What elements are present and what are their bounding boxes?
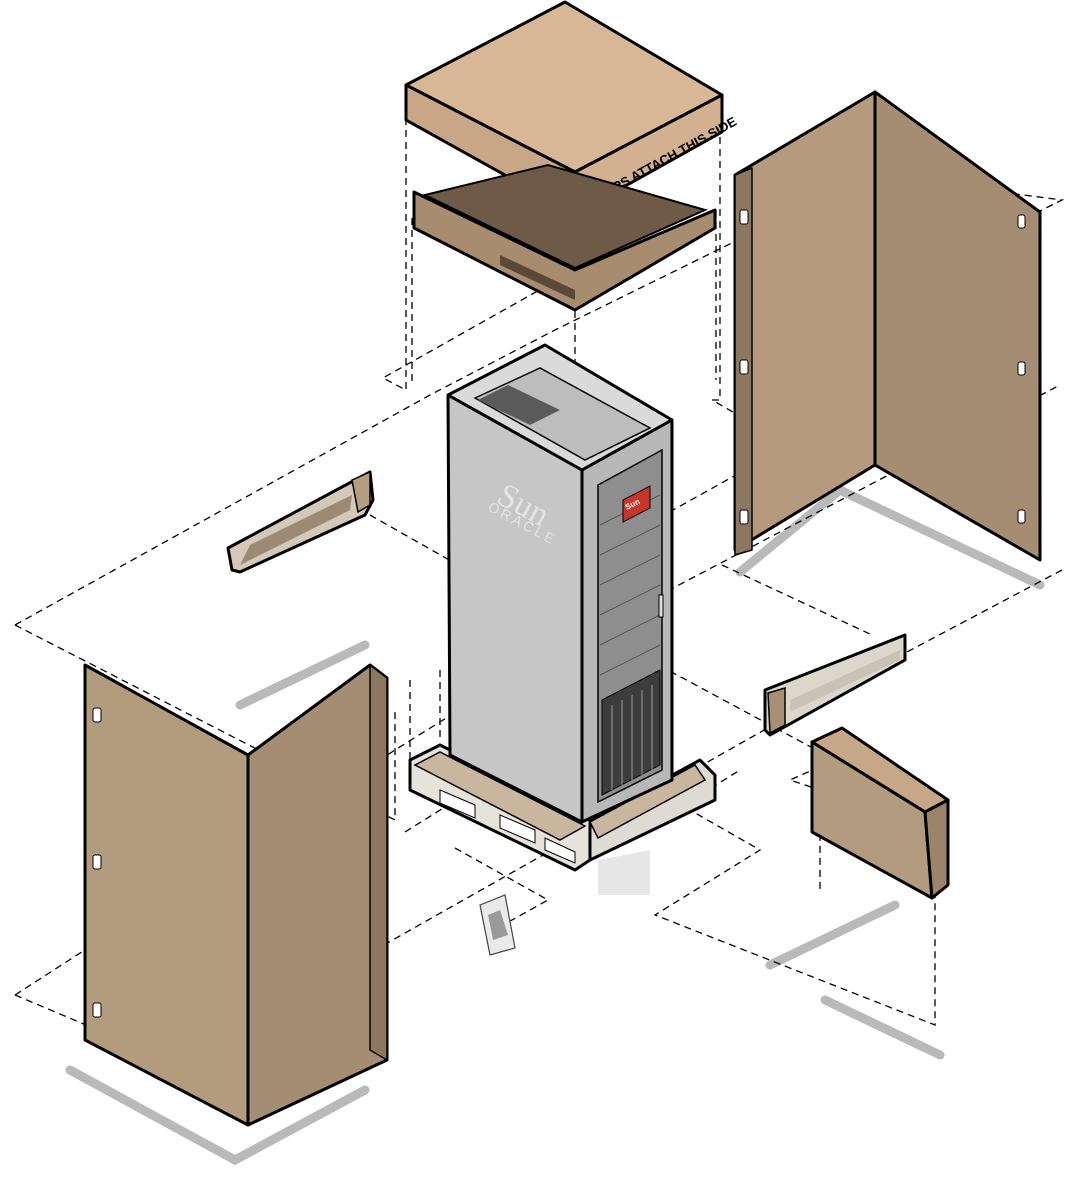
guide-ramp-right (721, 564, 873, 636)
box-shadow (765, 900, 900, 970)
ground-shadows (65, 484, 1045, 1166)
left-panel-front (83, 663, 250, 1127)
rack-top-vent (478, 385, 560, 425)
right-panel-shadow (735, 484, 1045, 590)
guide-box-bottom (653, 789, 936, 1026)
pallet-block-3 (544, 837, 576, 864)
pallet-skid-left (413, 751, 587, 841)
left-panel-side (246, 663, 389, 1127)
pallet-block-1 (439, 789, 476, 819)
left-ramp-end (351, 470, 371, 514)
right-ramp (763, 633, 907, 737)
right-panel-hole-6 (1017, 509, 1026, 524)
right-panel-hole-2 (739, 359, 749, 375)
right-panel-hole-4 (1017, 214, 1026, 229)
right-panel-hole-3 (739, 509, 749, 525)
tray-inner (422, 163, 708, 270)
bag-contents (488, 910, 508, 940)
pallet-shadow (598, 850, 650, 895)
server-rack: Sun Sun ORACLE (408, 343, 717, 872)
box-side (923, 798, 950, 900)
left-ramp-shadow (235, 640, 370, 710)
right-ramp-surface (790, 650, 900, 712)
pallet-tray (412, 163, 717, 312)
left-panel-hole-2 (92, 854, 102, 870)
left-panel-hole-1 (92, 707, 102, 723)
box-shadow-2 (820, 995, 945, 1060)
accessory-box (810, 726, 950, 900)
rack-logo-badge (622, 485, 651, 523)
right-panel-hole-1 (739, 209, 749, 225)
guide-left-panel-top (14, 174, 871, 626)
left-ramp (226, 470, 375, 574)
rack-door-handle (658, 594, 664, 618)
rack-blades (611, 685, 653, 790)
right-side-panel (733, 90, 1042, 562)
guide-lid-right (519, 125, 792, 596)
left-side-panel (83, 663, 389, 1127)
left-panel-hole-3 (92, 1002, 102, 1018)
right-ramp-end (767, 686, 786, 735)
rack-blade-chassis (601, 669, 661, 796)
left-ramp-inner (240, 495, 352, 565)
right-panel-back (873, 90, 1042, 562)
pallet-block-2 (499, 814, 536, 844)
tray-slot (500, 255, 575, 300)
right-panel-inner-wing (733, 90, 877, 552)
left-panel-shadow (65, 1065, 370, 1166)
hardware-bag (479, 894, 516, 956)
left-panel-edge (369, 664, 388, 1061)
guide-lid-left (381, 118, 576, 392)
right-panel-hole-5 (1017, 361, 1026, 376)
